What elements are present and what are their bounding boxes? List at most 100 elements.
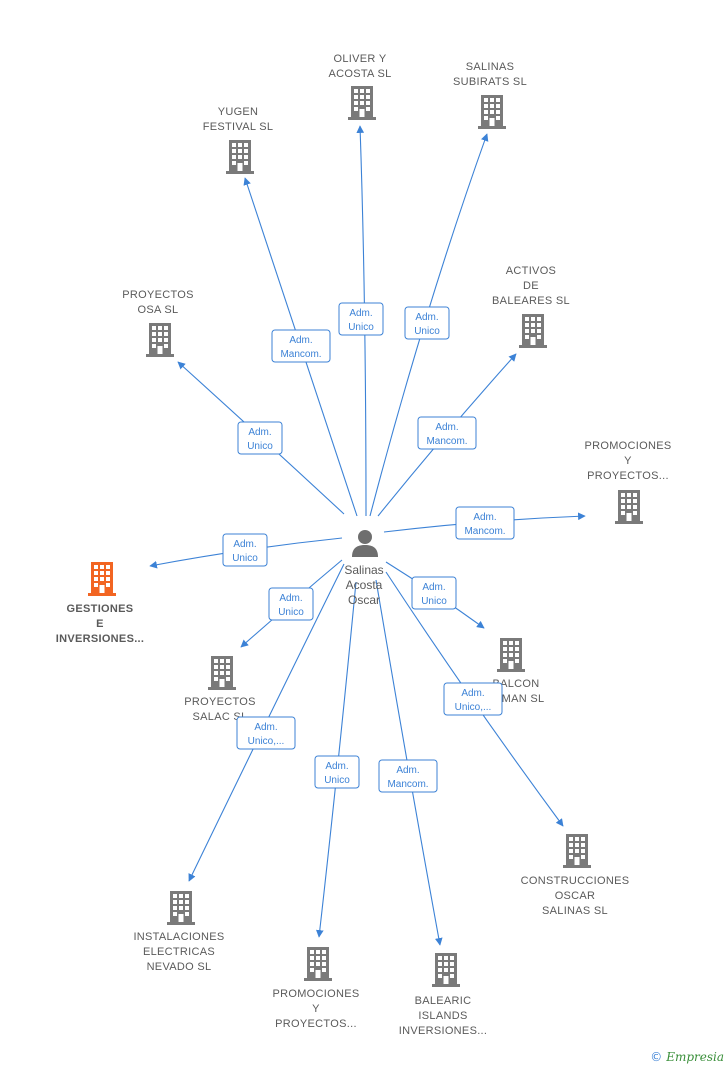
person-name-line-1: Salinas xyxy=(344,563,383,577)
company-name-line-1: PROMOCIONES xyxy=(272,988,359,1000)
role-badge-box xyxy=(271,329,331,363)
building-icon xyxy=(304,947,332,981)
building-icon xyxy=(497,638,525,672)
person-node[interactable]: Salinas Acosta Oscar xyxy=(344,530,384,607)
role-text-line-2: Unico xyxy=(278,607,304,618)
company-name-line-3: BALEARES SL xyxy=(492,295,570,307)
company-name-line-1: PROYECTOS xyxy=(122,289,194,301)
role-badge-balcon[interactable]: Adm. Unico xyxy=(411,576,457,610)
role-badge-osa[interactable]: Adm. Unico xyxy=(237,421,283,455)
person-name-line-3: Oscar xyxy=(348,593,380,607)
company-node-yugen[interactable]: YUGEN FESTIVAL SL xyxy=(203,106,274,174)
role-text-line-1: Adm. xyxy=(461,688,484,699)
role-text-line-2: Mancom. xyxy=(280,349,321,360)
building-icon xyxy=(432,953,460,987)
company-node-activos[interactable]: ACTIVOS DE BALEARES SL xyxy=(492,265,570,348)
company-node-promo1[interactable]: PROMOCIONESYPROYECTOS... xyxy=(584,440,671,524)
company-node-osa[interactable]: PROYECTOS OSA SL xyxy=(122,289,194,357)
company-name-line-1: GESTIONES xyxy=(67,603,134,615)
role-badge-box xyxy=(268,587,314,621)
company-name-line-2: Y xyxy=(312,1003,320,1015)
role-badge-activos[interactable]: Adm. Mancom. xyxy=(417,416,477,450)
building-icon xyxy=(167,891,195,925)
brand-mark: ©Empresia xyxy=(650,1050,724,1064)
role-text-line-1: Adm. xyxy=(422,582,445,593)
role-text-line-1: Adm. xyxy=(279,593,302,604)
role-badge-oliver[interactable]: Adm.Unico xyxy=(338,302,384,336)
company-node-promo2[interactable]: PROMOCIONES Y PROYECTOS... xyxy=(272,947,359,1030)
role-text-line-1: Adm. xyxy=(435,422,458,433)
company-name-line-3: PROYECTOS... xyxy=(275,1018,357,1030)
role-badge-box xyxy=(404,306,450,340)
company-name-line-1: PROMOCIONES xyxy=(584,440,671,452)
role-text-line-1: Adm. xyxy=(325,761,348,772)
company-name-line-2: ISLANDS xyxy=(418,1010,467,1022)
company-name-line-1: BALCON xyxy=(492,678,539,690)
role-text-line-1: Adm. xyxy=(248,427,271,438)
role-badge-box xyxy=(417,416,477,450)
role-badge-promo2[interactable]: Adm. Unico xyxy=(314,755,360,789)
building-icon xyxy=(478,95,506,129)
company-name-line-2: OSCAR xyxy=(555,890,596,902)
building-icon xyxy=(146,323,174,357)
building-icon xyxy=(519,314,547,348)
role-badge-balearic[interactable]: Adm. Mancom. xyxy=(378,759,438,793)
company-name-line-1: SALINAS xyxy=(466,61,515,73)
building-icon xyxy=(615,490,643,524)
role-badge-subirats[interactable]: Adm. Unico xyxy=(404,306,450,340)
company-name-line-1: CONSTRUCCIONES xyxy=(521,875,630,887)
building-icon xyxy=(88,562,116,596)
role-text-line-2: Unico xyxy=(232,553,258,564)
company-name-line-1: ACTIVOS xyxy=(506,265,556,277)
company-name-line-1: INSTALACIONES xyxy=(133,931,224,943)
role-text-line-1: Adm. xyxy=(289,335,312,346)
company-node-subirats[interactable]: SALINAS SUBIRATS SL xyxy=(453,61,527,129)
role-text-line-2: Mancom. xyxy=(464,526,505,537)
role-badge-box xyxy=(222,533,268,567)
role-text-line-2: Mancom. xyxy=(426,436,467,447)
company-name-line-2: ELECTRICAS xyxy=(143,946,215,958)
role-badge-yugen[interactable]: Adm. Mancom. xyxy=(271,329,331,363)
company-node-balearic[interactable]: BALEARICISLANDSINVERSIONES... xyxy=(399,953,488,1037)
building-icon xyxy=(563,834,591,868)
role-text-line-2: Unico,... xyxy=(455,702,492,713)
role-text-line-1: Adm. xyxy=(415,312,438,323)
role-badge-instalaciones[interactable]: Adm.Unico,... xyxy=(236,716,296,750)
role-text-line-2: Unico xyxy=(247,441,273,452)
role-badge-box xyxy=(455,506,515,540)
company-name-line-2: DE xyxy=(523,280,539,292)
company-name-line-2: SALAC SL xyxy=(193,711,248,723)
role-text-line-2: Unico xyxy=(324,775,350,786)
role-text-line-1: Adm. xyxy=(349,308,372,319)
company-name-line-2: SUBIRATS SL xyxy=(453,76,527,88)
building-icon xyxy=(348,86,376,120)
role-badge-promo1[interactable]: Adm.Mancom. xyxy=(455,506,515,540)
role-badge-construcciones[interactable]: Adm. Unico,... xyxy=(443,682,503,716)
role-text-line-1: Adm. xyxy=(396,765,419,776)
role-badge-box xyxy=(443,682,503,716)
role-text-line-2: Mancom. xyxy=(387,779,428,790)
role-text-line-2: Unico xyxy=(414,326,440,337)
role-badge-box xyxy=(411,576,457,610)
role-badge-box xyxy=(236,716,296,750)
role-badge-box xyxy=(237,421,283,455)
building-icon xyxy=(226,140,254,174)
company-name-line-2: OSA SL xyxy=(138,304,179,316)
role-text-line-2: Unico xyxy=(421,596,447,607)
company-name-line-1: YUGEN xyxy=(218,106,259,118)
role-text-line-1: Adm. xyxy=(254,722,277,733)
role-badge-box xyxy=(314,755,360,789)
person-name-line-2: Acosta xyxy=(346,578,383,592)
brand-name: Empresia xyxy=(666,1050,724,1064)
company-name-line-2: Y xyxy=(624,455,632,467)
role-badge-gestiones[interactable]: Adm.Unico xyxy=(222,533,268,567)
role-badge-salac[interactable]: Adm. Unico xyxy=(268,587,314,621)
person-icon xyxy=(352,530,378,557)
company-node-gestiones[interactable]: GESTIONESEINVERSIONES... xyxy=(56,562,145,645)
company-name-line-2: FESTIVAL SL xyxy=(203,121,274,133)
